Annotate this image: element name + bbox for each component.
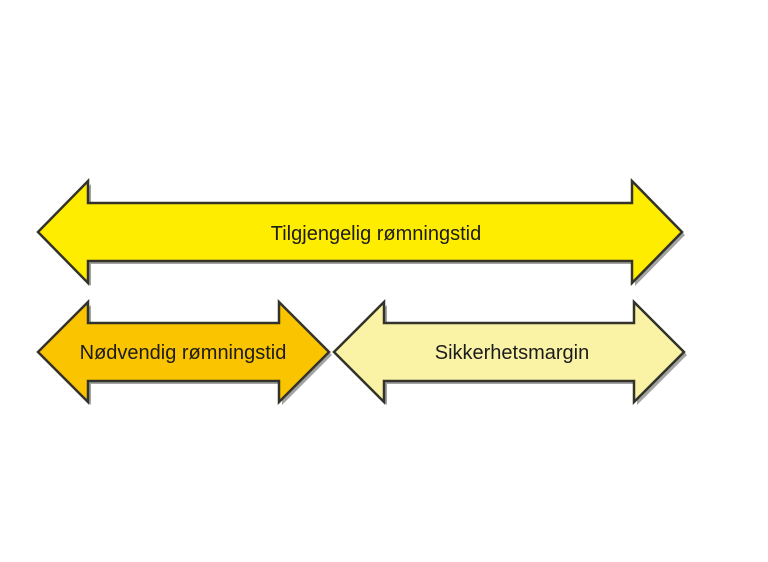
arrow-required-shape <box>36 298 331 406</box>
arrow-available-shape <box>36 177 684 287</box>
arrow-available-evacuation-time: Tilgjengelig rømningstid <box>36 177 685 287</box>
arrow-safety-margin-shape <box>332 298 686 406</box>
arrow-required-label: Nødvendig rømningstid <box>80 342 287 364</box>
arrow-available-label: Tilgjengelig rømningstid <box>271 223 481 245</box>
arrow-required-evacuation-time: Nødvendig rømningstid <box>36 298 332 406</box>
arrow-safety-margin: Sikkerhetsmargin <box>332 298 687 406</box>
arrow-safety-margin-label: Sikkerhetsmargin <box>435 342 590 364</box>
